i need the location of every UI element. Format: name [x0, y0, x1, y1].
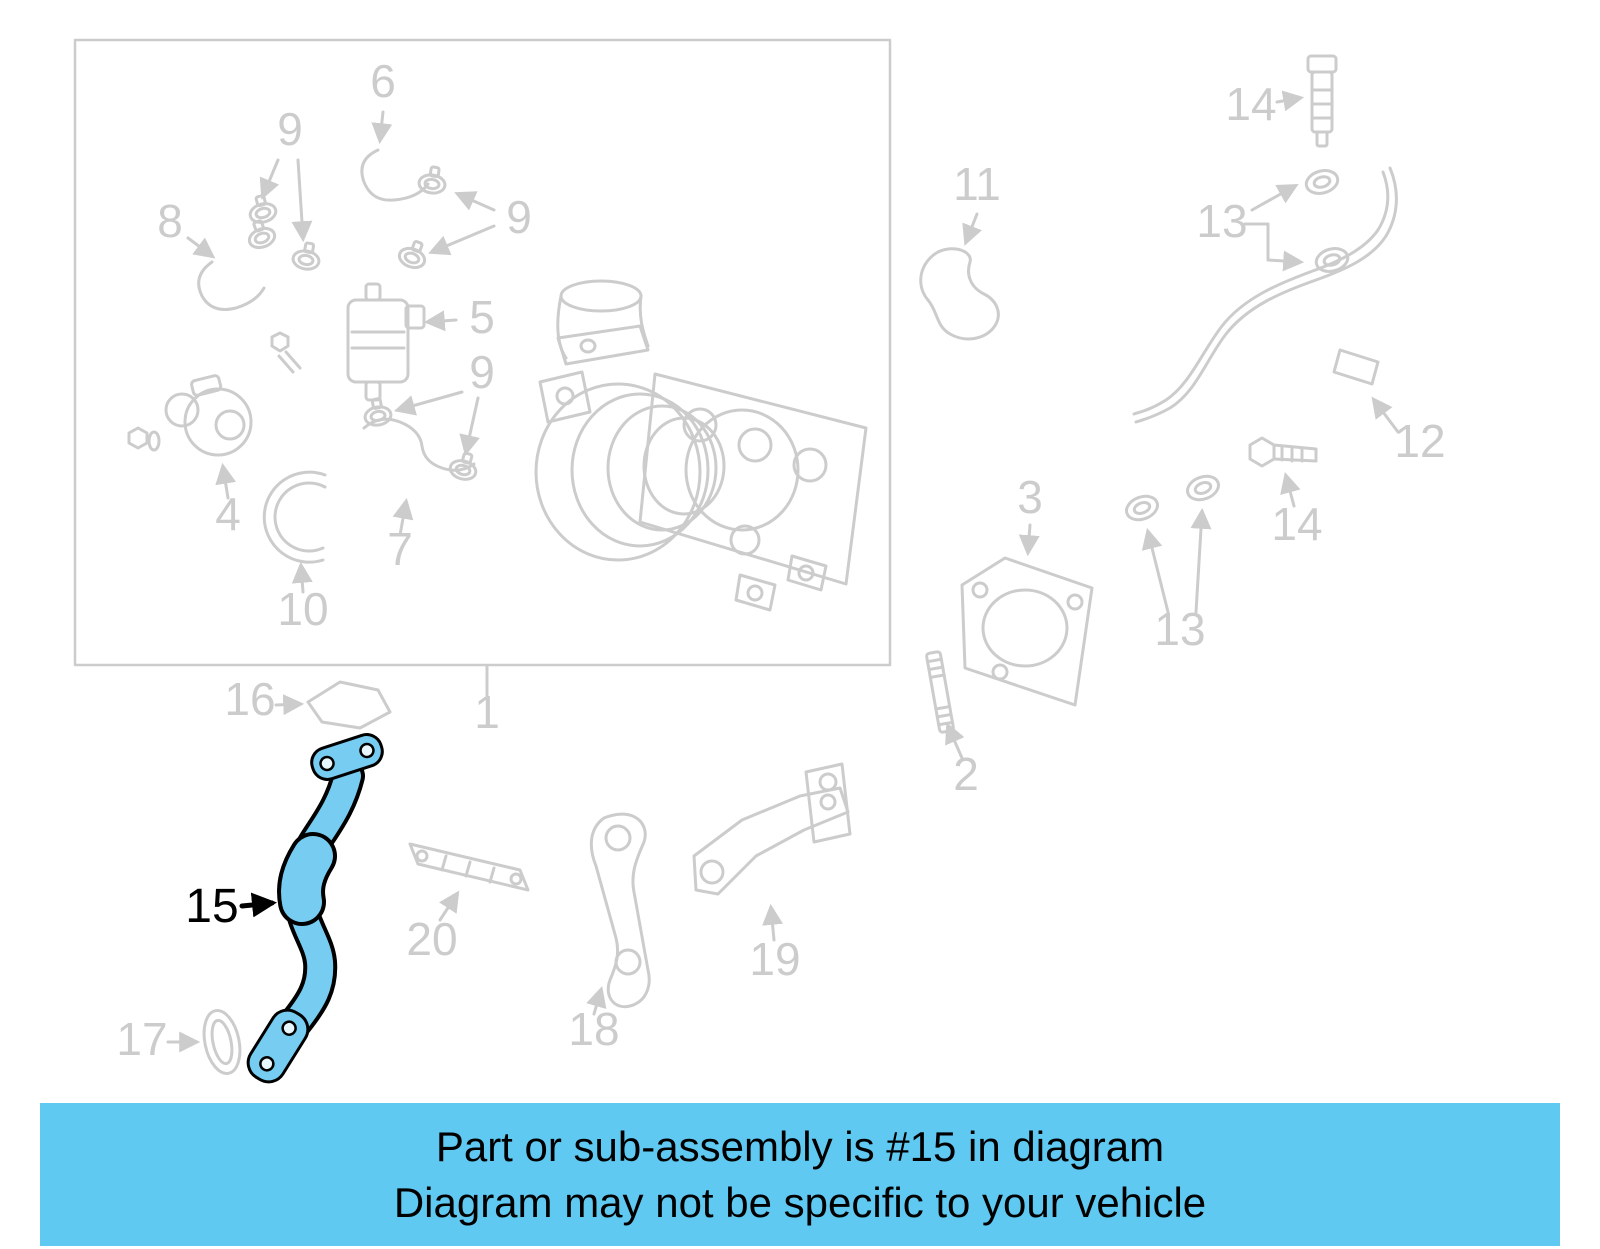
- callout-20: 20: [406, 913, 457, 965]
- part-15-top-flange: [310, 733, 384, 781]
- callout-9a: 9: [277, 103, 303, 155]
- part-16-gasket: [306, 680, 392, 730]
- arrow-9a-2: [291, 158, 313, 243]
- part-3-gasket: [960, 556, 1094, 707]
- arrow-14b: [1280, 471, 1301, 508]
- part-17-gasket: [202, 1009, 242, 1075]
- part-18-bracket: [589, 812, 651, 1009]
- arrow-3: [1018, 523, 1040, 557]
- part-15-bottom-flange: [246, 1008, 310, 1084]
- arrow-12: [1371, 396, 1400, 434]
- callout-18: 18: [568, 1003, 619, 1055]
- arrow-14a: [1275, 90, 1305, 112]
- part-8-hose: [197, 216, 302, 374]
- callout-19: 19: [749, 933, 800, 985]
- callout-11: 11: [953, 158, 1001, 210]
- part-7-hose: [362, 417, 476, 472]
- callout-4: 4: [215, 488, 241, 540]
- part-15-highlighted-pipe: [246, 733, 384, 1084]
- callout-5: 5: [469, 291, 495, 343]
- arrow-8: [186, 236, 216, 259]
- callout-leader-lines: [166, 90, 1400, 1053]
- arrow-19: [762, 903, 784, 942]
- callout-1: 1: [474, 686, 500, 738]
- part-9-clamps: [244, 191, 482, 484]
- assembly-box-outline: [73, 38, 892, 667]
- callout-7: 7: [387, 523, 413, 575]
- callout-13b: 13: [1154, 603, 1205, 655]
- arrow-6: [371, 110, 393, 145]
- callout-9c: 9: [469, 346, 495, 398]
- arrow-13b-1: [1141, 527, 1170, 614]
- arrow-15: [239, 892, 277, 918]
- callout-6: 6: [370, 55, 396, 107]
- callout-3: 3: [1017, 471, 1043, 523]
- part-19-bracket: [692, 762, 852, 896]
- part-20-bracket: [408, 842, 530, 892]
- callout-17: 17: [116, 1013, 167, 1065]
- arrow-10: [291, 561, 313, 594]
- callout-15-highlighted: 15: [185, 880, 238, 933]
- arrow-20: [438, 890, 460, 922]
- arrow-13a-2: [1243, 222, 1305, 272]
- arrow-16: [274, 694, 305, 716]
- arrow-9a-1: [259, 158, 280, 200]
- callout-12: 12: [1394, 415, 1445, 467]
- arrow-13a-1: [1250, 183, 1299, 212]
- callout-14b: 14: [1271, 498, 1322, 550]
- callout-2: 2: [953, 748, 979, 800]
- part-5-valve: [346, 282, 426, 402]
- part-12-oil-pipe: [1132, 166, 1398, 424]
- callout-14a: 14: [1225, 78, 1276, 130]
- callout-16: 16: [224, 673, 275, 725]
- part-2-stud: [925, 650, 955, 734]
- part-13-lower-washers: [1121, 470, 1224, 526]
- info-banner: Part or sub-assembly is #15 in diagram D…: [40, 1103, 1560, 1246]
- callout-9b: 9: [506, 191, 532, 243]
- arrow-13b-2: [1190, 507, 1212, 614]
- part-4-pump: [127, 374, 253, 457]
- part-11-bracket: [919, 247, 1000, 341]
- arrow-9c-2: [459, 396, 480, 457]
- part-14-lower-bolt: [1248, 436, 1318, 468]
- part-6-hose: [360, 148, 449, 202]
- arrow-7: [392, 497, 414, 537]
- part-14-upper-fitting: [1306, 54, 1338, 148]
- arrow-9c-1: [393, 390, 464, 416]
- arrow-5: [423, 310, 458, 332]
- arrow-4: [215, 462, 237, 500]
- callout-13a: 13: [1196, 195, 1247, 247]
- part-1-turbo-assembly: [534, 279, 868, 612]
- arrow-18: [586, 985, 607, 1016]
- arrow-9b-2: [428, 224, 496, 256]
- callout-8: 8: [157, 195, 183, 247]
- part-10-clip: [262, 470, 327, 564]
- banner-line-2: Diagram may not be specific to your vehi…: [393, 1178, 1207, 1226]
- arrow-11: [962, 212, 982, 246]
- banner-line-1: Part or sub-assembly is #15 in diagram: [435, 1122, 1165, 1170]
- arrow-9b-1: [454, 191, 496, 212]
- callout-10: 10: [277, 583, 328, 635]
- arrow-2: [945, 722, 965, 760]
